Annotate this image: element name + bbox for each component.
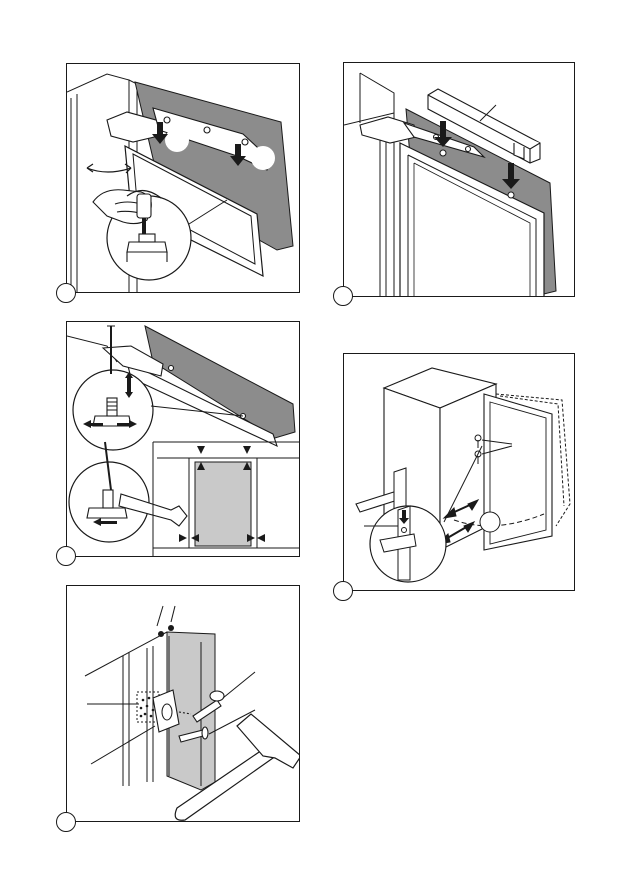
panel-hinge-bracket-removal [66,63,300,293]
panel-wall-plug-mounting [66,585,300,822]
inset-gap-diagram [153,442,300,557]
illustration-wall-plug-mounting [67,586,300,822]
illustration-door-opening-check [344,354,575,591]
rotate-arrow-icon [87,164,131,173]
step-circle-4 [333,581,353,601]
panel-door-guide-fitting [343,62,575,297]
step-circle-2 [333,286,353,306]
illustration-hinge-bracket-removal [67,64,300,293]
step-circle-1 [56,283,76,303]
illustration-door-alignment [67,322,300,557]
panel-door-alignment [66,321,300,557]
step-circle-3 [56,546,76,566]
step-circle-5 [56,812,76,832]
panel-door-opening-check [343,353,575,591]
illustration-door-guide-fitting [344,63,575,297]
